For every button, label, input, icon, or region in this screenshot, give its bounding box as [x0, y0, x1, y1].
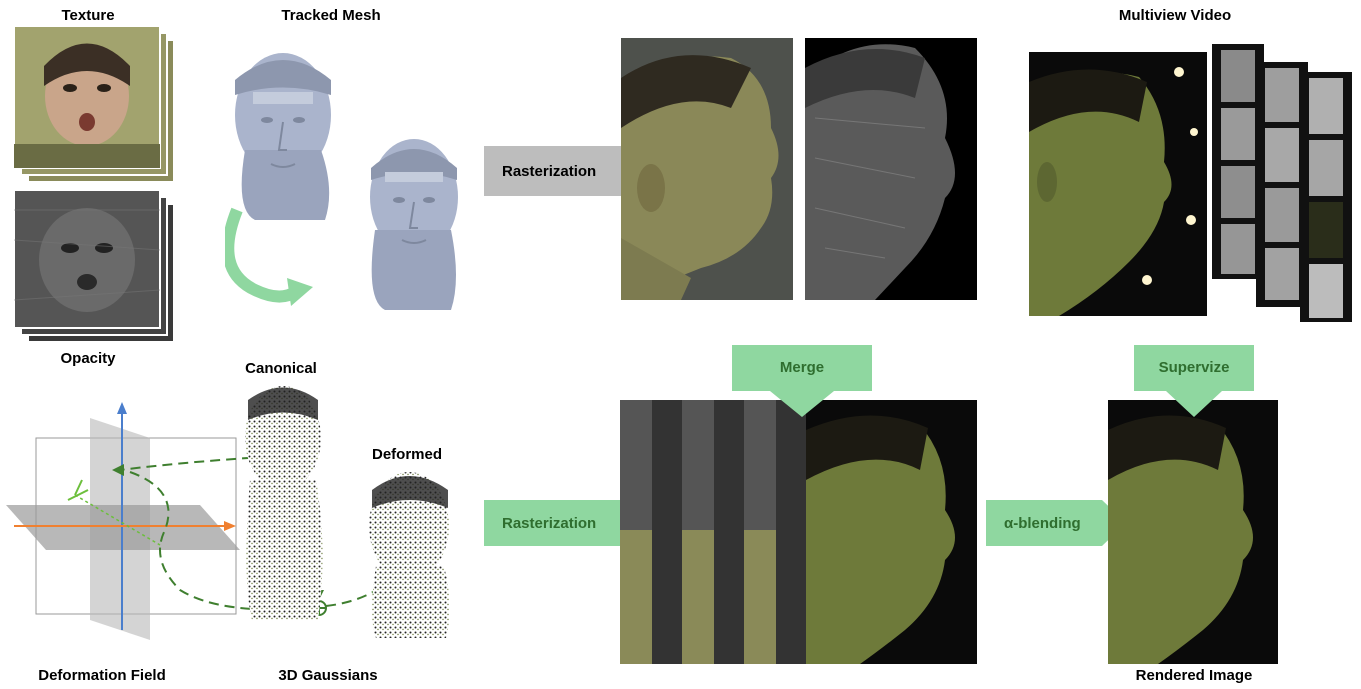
- tracked-mesh-label: Tracked Mesh: [281, 7, 380, 24]
- deformation-field-label: Deformation Field: [38, 667, 166, 684]
- rendered-image-label: Rendered Image: [1136, 667, 1253, 684]
- rasterized-opacity-image: [805, 38, 977, 300]
- deformed-label: Deformed: [372, 446, 442, 463]
- multiview-video-label: Multiview Video: [1119, 7, 1231, 24]
- mesh-head-2: [370, 139, 458, 310]
- film-strip-3: [1300, 72, 1352, 322]
- opacity-label: Opacity: [60, 350, 115, 367]
- merge-label: Merge: [732, 345, 872, 391]
- texture-stack: [14, 26, 180, 186]
- deformed-point-cloud: [364, 466, 456, 638]
- opacity-stack: [14, 190, 180, 342]
- tracked-mesh-figure: [225, 40, 475, 330]
- supervize-label: Supervize: [1134, 345, 1254, 391]
- rendered-image: [1108, 400, 1278, 664]
- mesh-head-1: [235, 53, 331, 220]
- alpha-blending-label: α-blending: [986, 500, 1106, 546]
- canonical-label: Canonical: [245, 360, 317, 377]
- rasterization-top-label: Rasterization: [484, 146, 624, 196]
- 3d-gaussians-label: 3D Gaussians: [278, 667, 377, 684]
- rasterization-bottom-label: Rasterization: [484, 500, 624, 546]
- film-strips: [1212, 44, 1361, 324]
- rasterized-texture-image: [621, 38, 793, 300]
- merged-gaussian-renders: [620, 400, 977, 664]
- canonical-point-cloud: [238, 380, 330, 630]
- texture-label: Texture: [61, 7, 114, 24]
- multiview-main-frame: [1029, 52, 1207, 316]
